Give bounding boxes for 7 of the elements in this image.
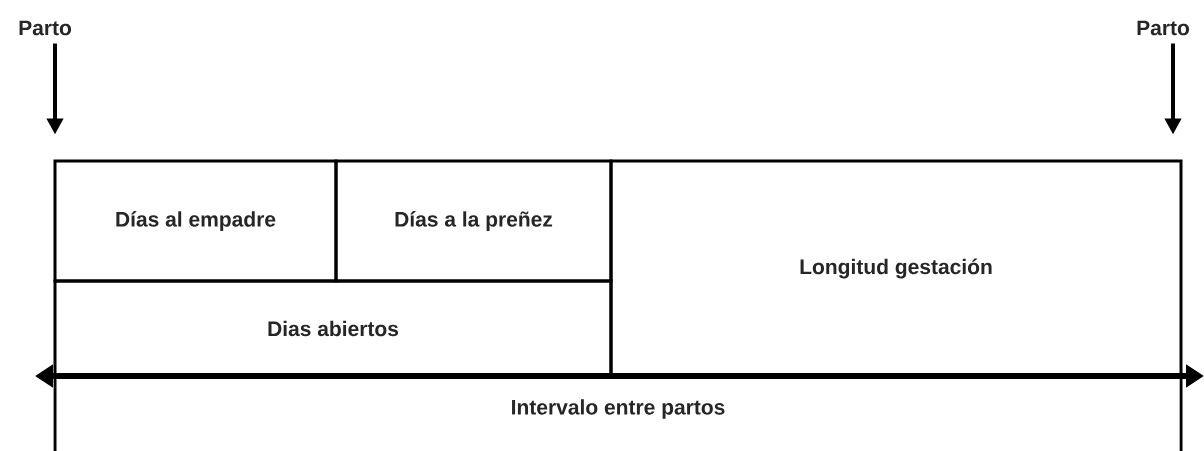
process-box: Dias abiertos	[53, 279, 613, 378]
dimension-label: Intervalo entre partos	[512, 399, 725, 419]
process-box: Longitud gestación	[609, 159, 1183, 378]
process-box: Días al empadre	[53, 159, 338, 283]
event-label: Parto	[19, 20, 72, 36]
event-label: Parto	[1137, 20, 1190, 36]
process-box: Días a la preñez	[334, 159, 613, 283]
